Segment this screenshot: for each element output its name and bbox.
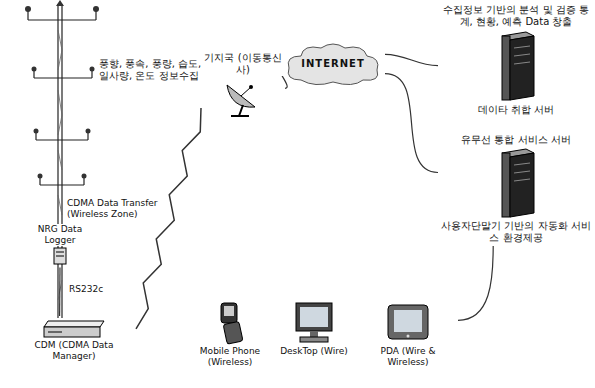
text-row: Mobile Phone (Wireless) [192,346,268,368]
server-icon [440,28,592,104]
server-icon [440,146,592,220]
desktop-icon [276,300,352,346]
logger-icon [30,246,90,266]
text-row: 유무선 통합 서비스 서버 [440,134,592,146]
text-row: CDM (CDMA Data Manager) [14,340,134,362]
sensor-note: 풍향, 풍속, 풍량, 습도, 일사량, 온도 정보수집 [98,58,204,82]
text-row: 데이타 취합 서버 [440,104,592,116]
base-station: 기지국 (이동통신사) [203,52,283,118]
node-text: PDA (Wire & Wireless) [360,346,456,368]
edge-label: CDMA Data Transfer (Wireless Zone) [66,198,166,220]
connector-line [59,268,60,316]
desktop-pc: DeskTop (Wire) [276,300,352,357]
text-row: INTERNET [300,58,365,70]
text-row: 수집정보 기반의 분석 및 검증 통계, 현황, 예측 Data 창출 [440,4,592,28]
mobile-phone: Mobile Phone (Wireless) [192,300,268,368]
node-text: 기지국 (이동통신사) [203,52,283,76]
node-text: DeskTop (Wire) [279,346,349,357]
connector-line [458,246,493,320]
cdm-icon [14,318,134,340]
node-text: 유무선 통합 서비스 서버 [460,134,572,146]
node-text: CDM (CDMA Data Manager) [14,340,134,362]
node-text: 데이타 취합 서버 [477,104,555,116]
node-text: INTERNET [300,58,365,70]
connector-line [385,74,438,173]
collect-server: 수집정보 기반의 분석 및 검증 통계, 현황, 예측 Data 창출데이타 취… [440,4,592,116]
pda-icon [360,300,456,346]
connector-line [385,54,438,65]
text-row: PDA (Wire & Wireless) [360,346,456,368]
node-text: 사용자단말기 기반의 자동화 서비스 환경제공 [440,220,592,244]
edge-label: RS232c [68,284,130,295]
internet-cloud: INTERNET [283,40,383,88]
data-logger: NRG Data Logger [30,224,90,266]
phone-icon [192,300,268,346]
service-server: 유무선 통합 서비스 서버사용자단말기 기반의 자동화 서비스 환경제공 [440,134,592,244]
pda-device: PDA (Wire & Wireless) [360,300,456,368]
text-row: 사용자단말기 기반의 자동화 서비스 환경제공 [440,220,592,244]
node-text: Mobile Phone (Wireless) [192,346,268,368]
node-text: NRG Data Logger [30,224,90,246]
node-text: 수집정보 기반의 분석 및 검증 통계, 현황, 예측 Data 창출 [440,4,592,28]
cdma-manager: CDM (CDMA Data Manager) [14,318,134,362]
text-row: DeskTop (Wire) [276,346,352,357]
text-row: 기지국 (이동통신사) [203,52,283,76]
text-row: NRG Data Logger [30,224,90,246]
dish-icon [203,76,283,118]
